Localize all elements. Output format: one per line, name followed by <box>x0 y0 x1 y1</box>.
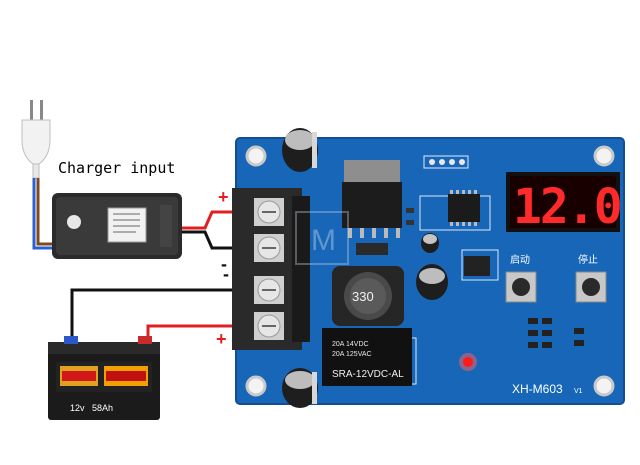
start-button[interactable] <box>506 272 536 302</box>
capacitor-bottom <box>282 368 318 408</box>
microcontroller-chip <box>448 190 480 226</box>
transistor <box>464 256 490 276</box>
battery-voltage-label: 12v <box>70 403 85 413</box>
start-label: 启动 <box>510 253 530 266</box>
inductor-label: 330 <box>352 289 374 304</box>
smd-resistor <box>406 208 414 213</box>
smd-diode <box>356 243 388 255</box>
minus-bottom-mark: - <box>223 264 229 284</box>
red-led-icon <box>459 353 477 371</box>
regulator-chip <box>342 160 402 238</box>
relay-rating-2: 20A 125VAC <box>332 351 372 358</box>
terminal-screw <box>254 198 284 226</box>
charger-input-label: Charger input <box>58 159 175 177</box>
battery-capacity-label: 58Ah <box>92 403 113 413</box>
terminal-screw <box>254 234 284 262</box>
stop-label: 停止 <box>578 253 598 266</box>
voltage-readout: 12.0 <box>513 179 621 235</box>
capacitor-mid <box>416 264 448 300</box>
relay-model: SRA-12VDC-AL <box>332 369 404 380</box>
stop-button[interactable] <box>576 272 606 302</box>
capacitor-top <box>282 128 318 172</box>
watermark-letter: M <box>311 224 336 257</box>
plus-bottom-mark: + <box>216 329 227 349</box>
smd-resistor <box>406 220 414 225</box>
relay-rating-1: 20A 14VDC <box>332 341 369 348</box>
terminal-screw <box>254 276 284 304</box>
plus-top-mark: + <box>218 187 229 207</box>
terminal-screw <box>254 312 284 340</box>
capacitor-small <box>421 233 439 253</box>
board-model: XH-M603 <box>512 382 563 396</box>
board-version: V1 <box>574 388 583 395</box>
power-adapter-icon <box>52 193 182 259</box>
